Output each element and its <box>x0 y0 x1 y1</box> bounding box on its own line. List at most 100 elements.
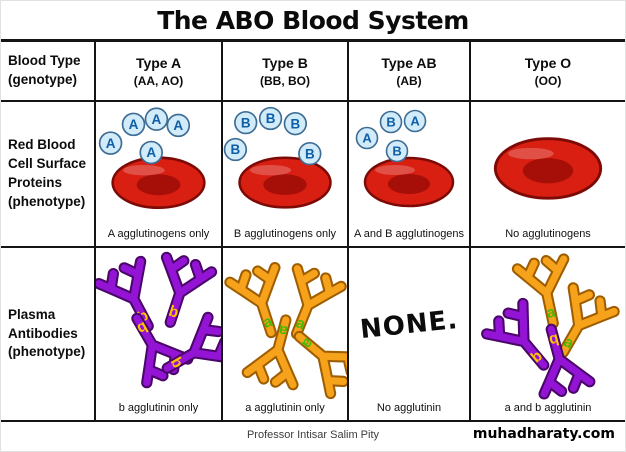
row-header-line: Blood Type <box>8 53 81 69</box>
antigen-letter: A <box>152 112 162 127</box>
type-label: Type B <box>262 54 308 71</box>
antigen-letter: B <box>386 115 395 130</box>
genotype-label: (AA, AO) <box>133 73 184 88</box>
antigen-caption: A agglutinogens only <box>107 228 210 240</box>
antibody-y: b <box>148 255 212 329</box>
genotype-label: (OO) <box>534 73 562 88</box>
antigen-marker: B <box>298 141 322 166</box>
antigen-letter: B <box>266 111 276 126</box>
column-header-type-ab: Type AB (AB) <box>349 42 471 102</box>
antigen-letter: B <box>231 142 241 157</box>
antigen-marker: B <box>234 110 258 135</box>
genotype-label: (AB) <box>396 73 422 88</box>
row-header-line: Plasma <box>8 306 56 322</box>
antigen-marker: A <box>98 131 123 155</box>
rbc-cell-type-a: A A A A A A agglutinogens only <box>96 102 223 248</box>
antibody-caption: No agglutinin <box>376 402 442 414</box>
row-header-line: (genotype) <box>8 72 77 87</box>
rbc-cell-type-b: B B B B B B agglutinogens only <box>223 102 349 248</box>
antibody-letter: a <box>545 303 557 321</box>
row-header-line: (phenotype) <box>8 344 86 360</box>
page-title: The ABO Blood System <box>157 5 469 35</box>
antigen-marker: A <box>121 112 146 137</box>
row-header-line: (phenotype) <box>8 193 86 209</box>
antibody-y: b <box>528 323 590 396</box>
antigen-letter: A <box>146 145 156 160</box>
rbc-illustration-type-ab: A B A B <box>355 109 455 208</box>
antibody-cell-type-ab: NONE. No agglutinin <box>349 248 471 420</box>
antibody-letter: b <box>547 330 560 349</box>
antibody-caption: a and b agglutinin <box>504 402 592 414</box>
antigen-letter: B <box>392 144 401 159</box>
rbc-cell-type-ab: A B A B A and B agglutinogens <box>349 102 471 248</box>
title-bar: The ABO Blood System <box>1 1 625 39</box>
highlight <box>249 165 292 176</box>
column-header-type-b: Type B (BB, BO) <box>223 42 349 102</box>
antigen-marker: B <box>258 106 283 131</box>
antigen-letter: A <box>173 118 183 133</box>
row-header-line: Proteins <box>8 175 63 190</box>
antigen-marker: A <box>139 140 163 165</box>
antigen-marker: B <box>223 137 248 162</box>
antibody-illustration-type-b: a a a a <box>223 248 347 402</box>
row-header-line: Cell Surface <box>8 156 87 172</box>
antigen-letter: A <box>129 117 139 132</box>
antibody-y: a <box>275 267 342 343</box>
author-credit: Professor Intisar Salim Pity <box>246 429 380 441</box>
antigen-caption: B agglutinogens only <box>233 228 337 240</box>
antigen-letter: B <box>290 116 300 131</box>
antibody-illustration-type-a: b b b b <box>96 248 221 402</box>
type-label: Type O <box>524 54 572 71</box>
antigen-caption: A and B agglutinogens <box>353 228 465 240</box>
antibody-y: a <box>517 257 576 328</box>
rbc-illustration-type-o <box>493 137 603 200</box>
genotype-label: (BB, BO) <box>260 73 310 88</box>
antigen-marker: A <box>355 126 379 150</box>
antibody-illustration-type-o: a b a b <box>471 248 625 402</box>
antigen-letter: A <box>362 131 372 146</box>
rbc-illustration-type-a: A A A A A <box>98 107 206 210</box>
antigen-caption: No agglutinogens <box>505 228 591 240</box>
row-header-line: Red Blood <box>8 137 76 153</box>
row-header-line: Antibodies <box>8 325 78 341</box>
antigen-marker: B <box>379 110 403 134</box>
red-blood-cell-center <box>263 174 307 195</box>
highlight <box>507 147 554 160</box>
antigen-marker: A <box>166 113 191 138</box>
antigen-letter: B <box>241 115 251 130</box>
antigen-marker: B <box>283 111 308 136</box>
antigen-marker: A <box>144 107 169 131</box>
antibody-caption: b agglutinin only <box>118 402 199 414</box>
antibody-y: b <box>116 307 188 385</box>
column-header-type-a: Type A (AA, AO) <box>96 42 223 102</box>
site-watermark: muhadharaty.com <box>472 426 615 442</box>
antigen-letter: A <box>106 136 116 151</box>
antigen-marker: A <box>403 109 427 133</box>
rbc-cell-type-o: No agglutinogens <box>471 102 625 248</box>
antigen-letter: A <box>410 114 420 129</box>
highlight <box>123 165 165 176</box>
antibody-cell-type-o: a b a b a and b agglutinin <box>471 248 625 420</box>
blood-type-table: Blood Type (genotype) Type A (AA, AO) Ty… <box>1 39 625 422</box>
column-header-type-o: Type O (OO) <box>471 42 625 102</box>
antibody-y: b <box>98 260 169 337</box>
type-label: Type A <box>135 54 182 71</box>
antigen-letter: B <box>305 146 315 161</box>
antigen-marker: B <box>385 139 409 163</box>
highlight <box>375 165 415 175</box>
footer: Professor Intisar Salim Pity muhadharaty… <box>1 422 625 451</box>
rbc-illustration-type-b: B B B B B <box>223 106 332 209</box>
row-header-rbc-surface-proteins: Red Blood Cell Surface Proteins (phenoty… <box>1 102 96 248</box>
antibody-y: a <box>247 314 309 387</box>
red-blood-cell-center <box>522 158 574 184</box>
row-header-plasma-antibodies: Plasma Antibodies (phenotype) <box>1 248 96 420</box>
antibody-cell-type-b: a a a a a agglutinin only <box>223 248 349 420</box>
none-box: NONE. <box>349 248 469 402</box>
antibody-caption: a agglutinin only <box>245 402 325 414</box>
red-blood-cell-center <box>388 174 430 194</box>
row-header-blood-type: Blood Type (genotype) <box>1 42 96 102</box>
antibody-cell-type-a: b b b b b agglutinin only <box>96 248 223 420</box>
antibody-y: a <box>229 266 293 340</box>
type-label: Type AB <box>381 54 437 71</box>
